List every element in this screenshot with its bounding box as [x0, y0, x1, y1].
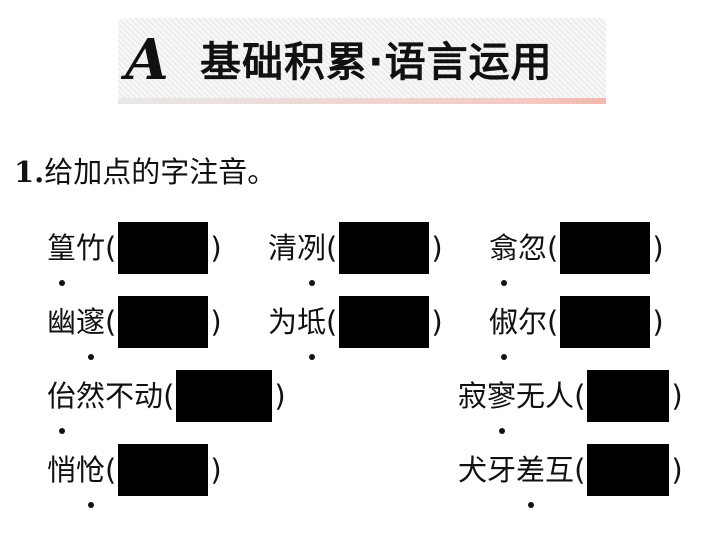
- item-char: 悄: [47, 453, 77, 487]
- answer-redaction: [339, 296, 430, 348]
- item-char: 冽: [297, 222, 326, 286]
- open-paren: (: [574, 453, 586, 487]
- item-char: 牙: [487, 453, 517, 487]
- item-char: 清: [268, 231, 298, 265]
- item-char: 犬: [458, 453, 488, 487]
- item-char: 无: [516, 379, 546, 413]
- pinyin-item: 佁然不动 (): [47, 370, 286, 434]
- close-paren: ): [671, 379, 683, 413]
- close-paren: ): [210, 453, 222, 487]
- item-char: 邃: [76, 296, 105, 360]
- answer-redaction: [118, 444, 209, 496]
- banner-underline: [118, 98, 606, 104]
- close-paren: ): [431, 305, 443, 339]
- close-paren: ): [431, 231, 443, 265]
- open-paren: (: [105, 305, 117, 339]
- item-word: 悄怆: [47, 444, 105, 508]
- pinyin-item: 为坻 (): [268, 296, 443, 360]
- item-char: 不: [105, 379, 135, 413]
- open-paren: (: [326, 305, 338, 339]
- item-char: 尔: [518, 305, 548, 339]
- close-paren: ): [210, 231, 222, 265]
- item-word: 佁然不动: [47, 370, 164, 434]
- item-char: 幽: [47, 305, 77, 339]
- item-char: 然: [76, 379, 106, 413]
- pinyin-item: 寂寥无人 (): [458, 370, 683, 434]
- item-char: 互: [545, 453, 575, 487]
- pinyin-item: 篁竹 (): [47, 222, 222, 286]
- pinyin-item: 悄怆 (): [47, 444, 222, 508]
- close-paren: ): [671, 453, 683, 487]
- item-char: 差: [516, 444, 545, 508]
- answer-redaction: [339, 222, 430, 274]
- question-number: 1.: [14, 155, 45, 189]
- section-letter: A: [125, 27, 169, 93]
- close-paren: ): [274, 379, 286, 413]
- open-paren: (: [105, 453, 117, 487]
- item-char: 动: [134, 379, 164, 413]
- open-paren: (: [574, 379, 586, 413]
- item-char: 寂: [458, 379, 488, 413]
- section-banner: [118, 18, 606, 104]
- question-prompt: 给加点的字注音。: [44, 155, 277, 189]
- section-title: 基础积累·语言运用: [200, 38, 553, 86]
- pinyin-item: 犬牙差互 (): [458, 444, 683, 508]
- answer-redaction: [560, 222, 651, 274]
- pinyin-item: 俶尔 (): [489, 296, 664, 360]
- item-char: 篁: [47, 222, 76, 286]
- item-char: 为: [268, 305, 298, 339]
- item-char: 坻: [297, 296, 326, 360]
- answer-redaction: [118, 296, 209, 348]
- open-paren: (: [547, 231, 559, 265]
- pinyin-item: 幽邃 (): [47, 296, 222, 360]
- item-word: 为坻: [268, 296, 326, 360]
- answer-redaction: [587, 444, 670, 496]
- item-word: 幽邃: [47, 296, 105, 360]
- item-char: 怆: [76, 444, 105, 508]
- open-paren: (: [163, 379, 175, 413]
- open-paren: (: [547, 305, 559, 339]
- answer-redaction: [560, 296, 651, 348]
- open-paren: (: [105, 231, 117, 265]
- answer-redaction: [118, 222, 209, 274]
- item-word: 清冽: [268, 222, 326, 286]
- item-char: 忽: [518, 231, 548, 265]
- item-char: 竹: [76, 231, 106, 265]
- item-char: 寥: [487, 370, 516, 434]
- item-word: 篁竹: [47, 222, 106, 286]
- item-char: 佁: [47, 370, 76, 434]
- item-word: 寂寥无人: [458, 370, 575, 434]
- item-word: 犬牙差互: [458, 444, 575, 508]
- close-paren: ): [652, 231, 664, 265]
- item-char: 翕: [489, 222, 518, 286]
- pinyin-item: 清冽 (): [268, 222, 443, 286]
- item-word: 翕忽: [489, 222, 548, 286]
- open-paren: (: [326, 231, 338, 265]
- close-paren: ): [652, 305, 664, 339]
- pinyin-item: 翕忽 (): [489, 222, 664, 286]
- answer-redaction: [587, 370, 670, 422]
- question-title: 1.给加点的字注音。: [14, 152, 276, 192]
- item-char: 俶: [489, 296, 518, 360]
- close-paren: ): [210, 305, 222, 339]
- answer-redaction: [176, 370, 273, 422]
- item-char: 人: [545, 379, 575, 413]
- item-word: 俶尔: [489, 296, 548, 360]
